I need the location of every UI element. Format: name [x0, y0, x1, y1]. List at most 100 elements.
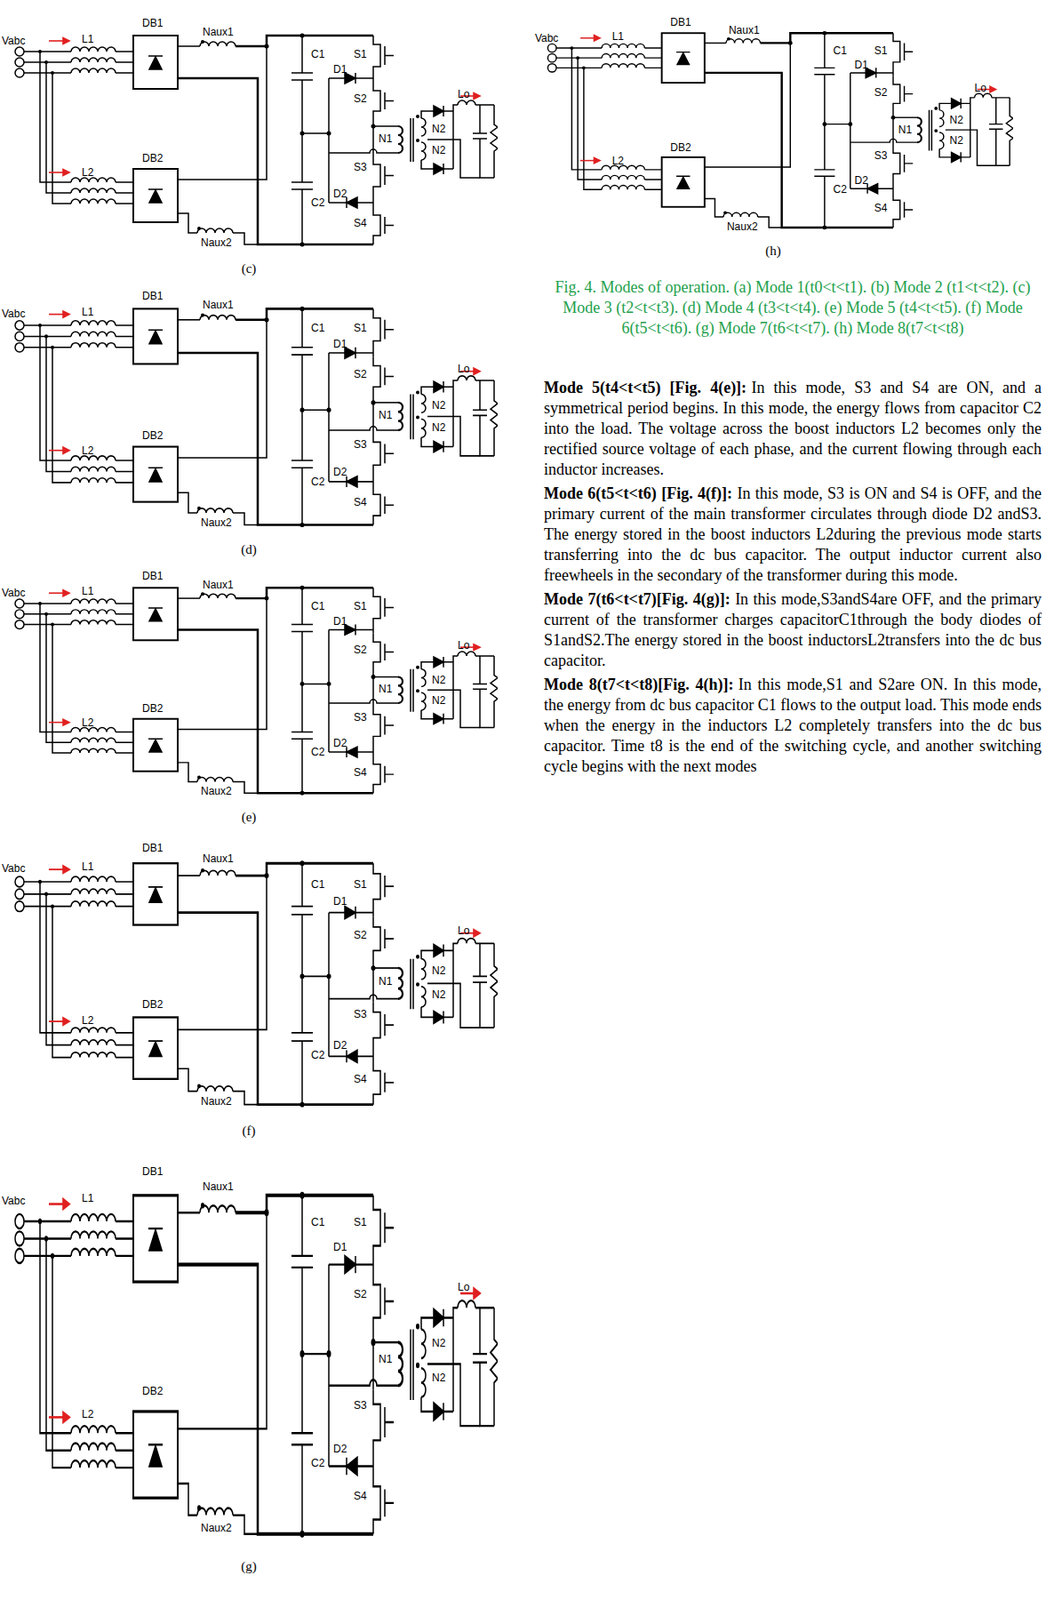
paragraph-lead: Mode 7(t6<t<t7)[Fig. 4(g)]: — [543, 590, 731, 608]
switch-label: S4 — [353, 1490, 368, 1502]
diode-label: D2 — [333, 1443, 347, 1455]
bridge-label: DB2 — [670, 142, 691, 154]
winding-label: N2 — [431, 1337, 446, 1350]
paragraph: Mode 5(t4<t<t5) [Fig. 4(e)]:In this mode… — [543, 377, 1042, 480]
inductor-label: L2 — [81, 445, 94, 457]
diode-label: D1 — [333, 63, 347, 76]
aux-winding-label: Naux2 — [200, 1095, 232, 1108]
subfigure-label: (g) — [240, 1558, 257, 1574]
diode-label: D2 — [333, 1039, 347, 1052]
paragraph-lead: Mode 6(t5<t<t6) [Fig. 4(f)]: — [543, 484, 733, 503]
switch-label: S3 — [353, 1399, 368, 1412]
bridge-label: DB1 — [142, 842, 163, 855]
bridge-label: DB1 — [142, 570, 163, 583]
circuit-h — [547, 31, 1014, 230]
diode-label: D1 — [333, 338, 347, 351]
bridge-label: DB1 — [142, 17, 163, 30]
diode-label: D1 — [333, 1241, 347, 1254]
switch-label: S2 — [353, 644, 368, 656]
circuit-g — [15, 1191, 498, 1538]
winding-label: N1 — [378, 1353, 392, 1366]
winding-label: N2 — [431, 965, 446, 977]
inductor-label: Lo — [457, 363, 470, 376]
switch-label: S3 — [353, 1008, 368, 1021]
body-text: Mode 5(t4<t<t5) [Fig. 4(e)]:In this mode… — [543, 377, 1042, 781]
bridge-label: DB2 — [142, 998, 163, 1011]
aux-winding-label: Naux2 — [200, 785, 232, 798]
capacitor-label: C1 — [311, 48, 325, 61]
winding-label: N2 — [431, 399, 446, 412]
paragraph: Mode 6(t5<t<t6) [Fig. 4(f)]:In this mode… — [543, 483, 1042, 586]
source-label: Vabc — [534, 32, 559, 45]
winding-label: N2 — [431, 674, 446, 687]
inductor-label: L1 — [81, 306, 94, 319]
aux-winding-label: Naux1 — [202, 26, 234, 39]
inductor-label: L2 — [81, 1408, 94, 1421]
subfigure-label: (c) — [241, 261, 257, 276]
source-label: Vabc — [1, 862, 25, 875]
winding-label: N1 — [378, 975, 392, 988]
winding-label: N2 — [431, 989, 446, 1001]
diode-label: D2 — [333, 188, 347, 200]
winding-label: N2 — [431, 144, 446, 157]
circuit-e — [15, 585, 498, 796]
winding-label: N2 — [950, 135, 964, 147]
winding-label: N2 — [950, 114, 964, 127]
source-label: Vabc — [1, 35, 25, 48]
circuit-c — [15, 33, 498, 248]
aux-winding-label: Naux1 — [202, 1181, 234, 1193]
capacitor-label: C1 — [311, 878, 325, 891]
inductor-label: L2 — [81, 167, 94, 179]
switch-label: S4 — [874, 202, 888, 215]
capacitor-label: C1 — [311, 322, 325, 335]
switch-label: S2 — [353, 93, 368, 105]
paragraph-lead: Mode 5(t4<t<t5) [Fig. 4(e)]: — [543, 378, 747, 397]
winding-label: N1 — [898, 124, 912, 136]
diode-label: D2 — [333, 737, 347, 750]
diode-label: D1 — [333, 895, 347, 908]
inductor-label: Lo — [457, 925, 470, 937]
switch-label: S2 — [353, 929, 368, 942]
inductor-label: L1 — [81, 33, 94, 46]
switch-label: S3 — [353, 161, 368, 174]
circuit-f — [15, 860, 498, 1107]
inductor-label: Lo — [974, 82, 987, 95]
switch-label: S1 — [353, 48, 368, 61]
capacitor-label: C2 — [311, 197, 325, 209]
inductor-label: Lo — [457, 639, 470, 652]
aux-winding-label: Naux2 — [200, 1522, 232, 1534]
subfigure-label: (h) — [765, 243, 782, 258]
diode-label: D2 — [854, 175, 869, 187]
switch-label: S2 — [874, 87, 888, 99]
source-label: Vabc — [1, 1195, 25, 1207]
bridge-label: DB1 — [670, 16, 691, 29]
capacitor-label: C1 — [311, 600, 325, 613]
switch-label: S2 — [353, 368, 368, 381]
paragraph-lead: Mode 8(t7<t<t8)[Fig. 4(h)]: — [543, 675, 734, 694]
inductor-label: Lo — [457, 1281, 470, 1294]
diode-label: D2 — [333, 466, 347, 479]
aux-winding-label: Naux1 — [202, 579, 234, 591]
winding-label: N1 — [378, 683, 392, 695]
inductor-label: L1 — [81, 1192, 94, 1205]
capacitor-label: C1 — [833, 45, 847, 57]
switch-label: S1 — [353, 878, 368, 891]
aux-winding-label: Naux2 — [200, 237, 232, 249]
winding-label: N1 — [378, 133, 392, 145]
inductor-label: L2 — [81, 1014, 94, 1027]
capacitor-label: C2 — [833, 183, 847, 196]
inductor-label: L1 — [81, 585, 94, 598]
winding-label: N1 — [378, 409, 392, 422]
switch-label: S3 — [353, 711, 368, 724]
switch-label: S1 — [353, 322, 368, 335]
paragraph: Mode 7(t6<t<t7)[Fig. 4(g)]:In this mode,… — [543, 589, 1042, 671]
paragraph: Mode 8(t7<t<t8)[Fig. 4(h)]:In this mode,… — [543, 674, 1042, 777]
switch-label: S4 — [353, 217, 368, 230]
bridge-label: DB2 — [142, 702, 163, 715]
capacitor-label: C2 — [311, 1457, 325, 1470]
inductor-label: L1 — [612, 31, 624, 43]
switch-label: S2 — [353, 1288, 368, 1301]
winding-label: N2 — [431, 694, 446, 707]
inductor-label: L1 — [81, 861, 94, 873]
